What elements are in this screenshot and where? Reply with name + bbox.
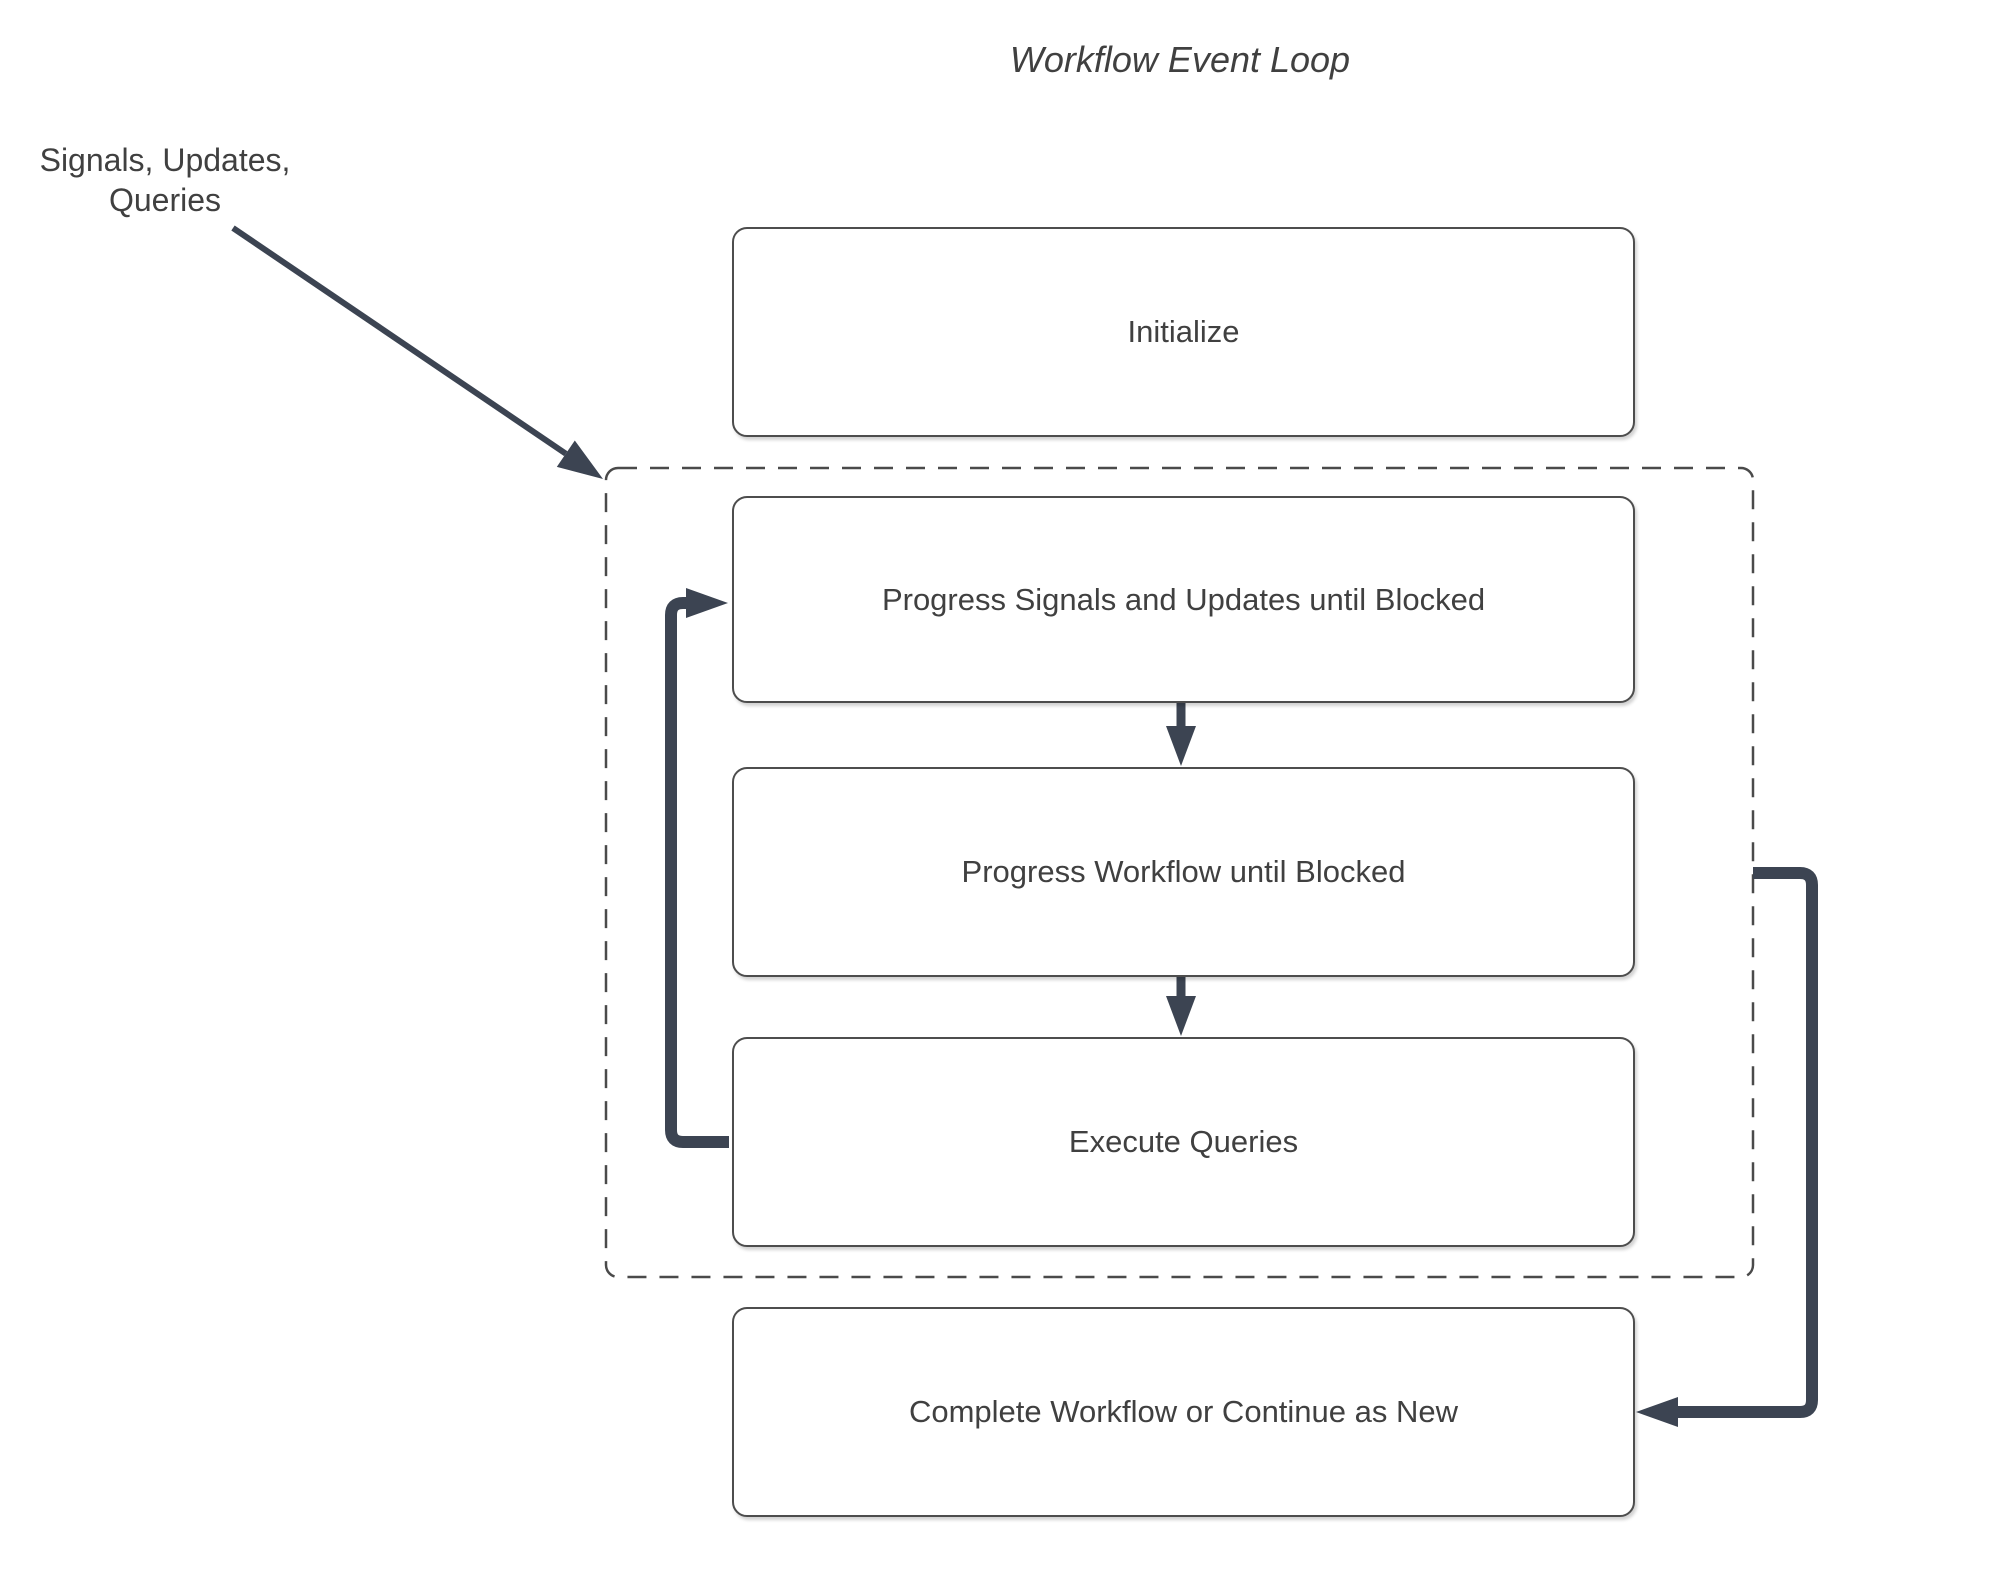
node-execute-queries: Execute Queries [732,1037,1635,1247]
arrow-signals-to-event-loop-line [231,225,568,457]
arrow-signals-to-event-loop [231,225,603,479]
arrow-event-loop-to-complete [1636,867,1818,1427]
arrow-progress-signals-to-progress-workflow [1166,703,1196,766]
diagram-title: Workflow Event Loop [1009,39,1351,80]
node-initialize: Initialize [732,227,1635,437]
node-progress-workflow: Progress Workflow until Blocked [732,767,1635,977]
node-complete-workflow: Complete Workflow or Continue as New [732,1307,1635,1517]
arrow-progress-workflow-to-execute-queries [1166,977,1196,1036]
arrow-event-loop-to-complete-line [1678,867,1818,1418]
arrow-event-loop-to-complete-arrowhead [1636,1397,1678,1427]
arrow-signals-to-event-loop-arrowhead [556,440,603,479]
signals-updates-queries-annotation: Signals, Updates, Queries [39,142,291,218]
arrow-execute-queries-to-progress-signals-line [665,597,729,1148]
arrow-progress-signals-to-progress-workflow-arrowhead [1166,726,1196,766]
event-loop-group-border [604,466,1755,1279]
node-progress-signals-and-updates: Progress Signals and Updates until Block… [732,496,1635,703]
arrow-execute-queries-to-progress-signals [665,588,729,1148]
arrow-progress-workflow-to-execute-queries-arrowhead [1166,996,1196,1036]
arrow-execute-queries-to-progress-signals-arrowhead [686,588,728,618]
